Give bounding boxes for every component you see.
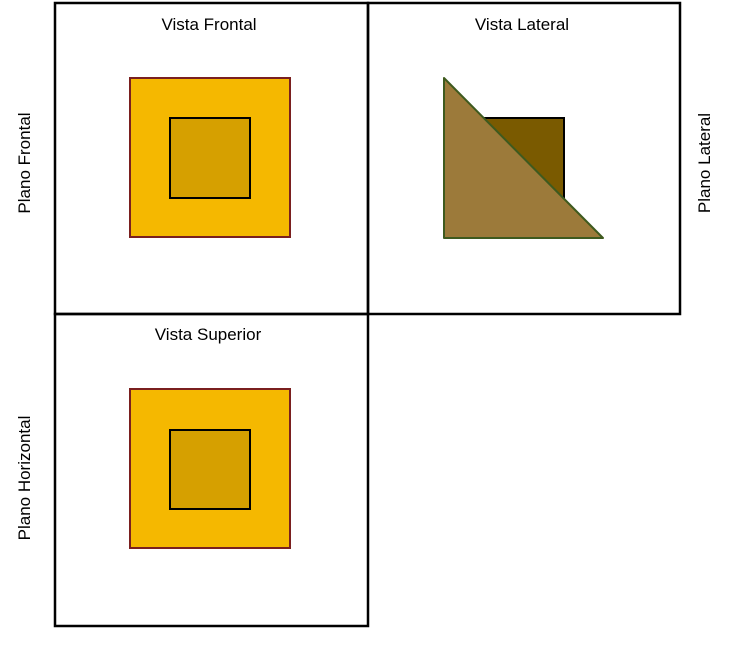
horizontal-plane-label: Plano Horizontal xyxy=(15,416,34,541)
side-view-title: Vista Lateral xyxy=(475,15,569,34)
front-plane-label: Plano Frontal xyxy=(15,112,34,213)
top-inner-square xyxy=(169,429,251,510)
side-view-frame xyxy=(366,1,682,316)
side-plane-label: Plano Lateral xyxy=(695,113,714,213)
top-view-title: Vista Superior xyxy=(155,325,262,344)
top-view-frame xyxy=(53,312,370,628)
front-view-title: Vista Frontal xyxy=(161,15,256,34)
front-inner-square xyxy=(169,117,251,199)
side-triangle xyxy=(443,77,604,239)
